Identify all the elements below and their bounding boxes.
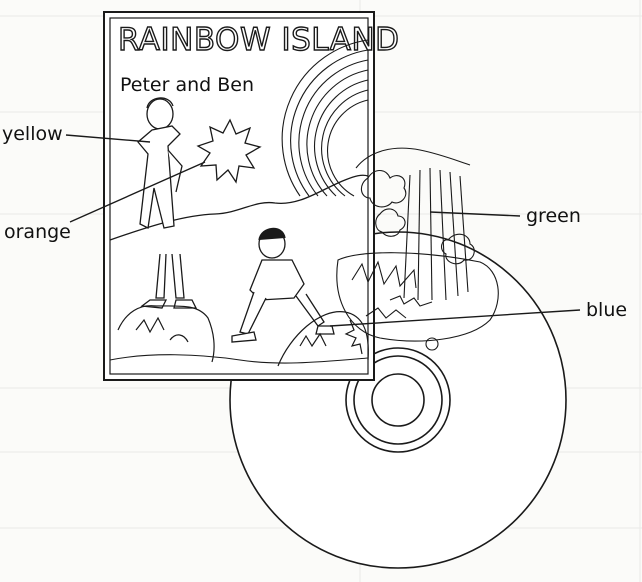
- callout-yellow: yellow: [2, 123, 63, 145]
- cover-title: RAINBOW ISLAND: [118, 22, 400, 58]
- callout-green: green: [526, 205, 581, 227]
- callout-lines: [65, 134, 581, 327]
- hills: [109, 174, 369, 241]
- sun: [196, 118, 262, 184]
- rock-left: [117, 305, 215, 363]
- rock-right: [277, 311, 369, 367]
- callout-blue: blue: [586, 299, 627, 321]
- sitting-boy: [231, 227, 335, 343]
- callout-orange: orange: [4, 221, 71, 243]
- green-leader-line: [429, 211, 521, 217]
- ground: [109, 354, 369, 364]
- yellow-leader-line: [65, 134, 151, 143]
- blue-leader-line: [329, 309, 581, 327]
- standing-boy: [137, 97, 198, 309]
- rainbow: [281, 39, 369, 197]
- orange-leader-line: [69, 161, 206, 223]
- waterfall: [336, 147, 499, 351]
- cover-subtitle: Peter and Ben: [120, 74, 254, 96]
